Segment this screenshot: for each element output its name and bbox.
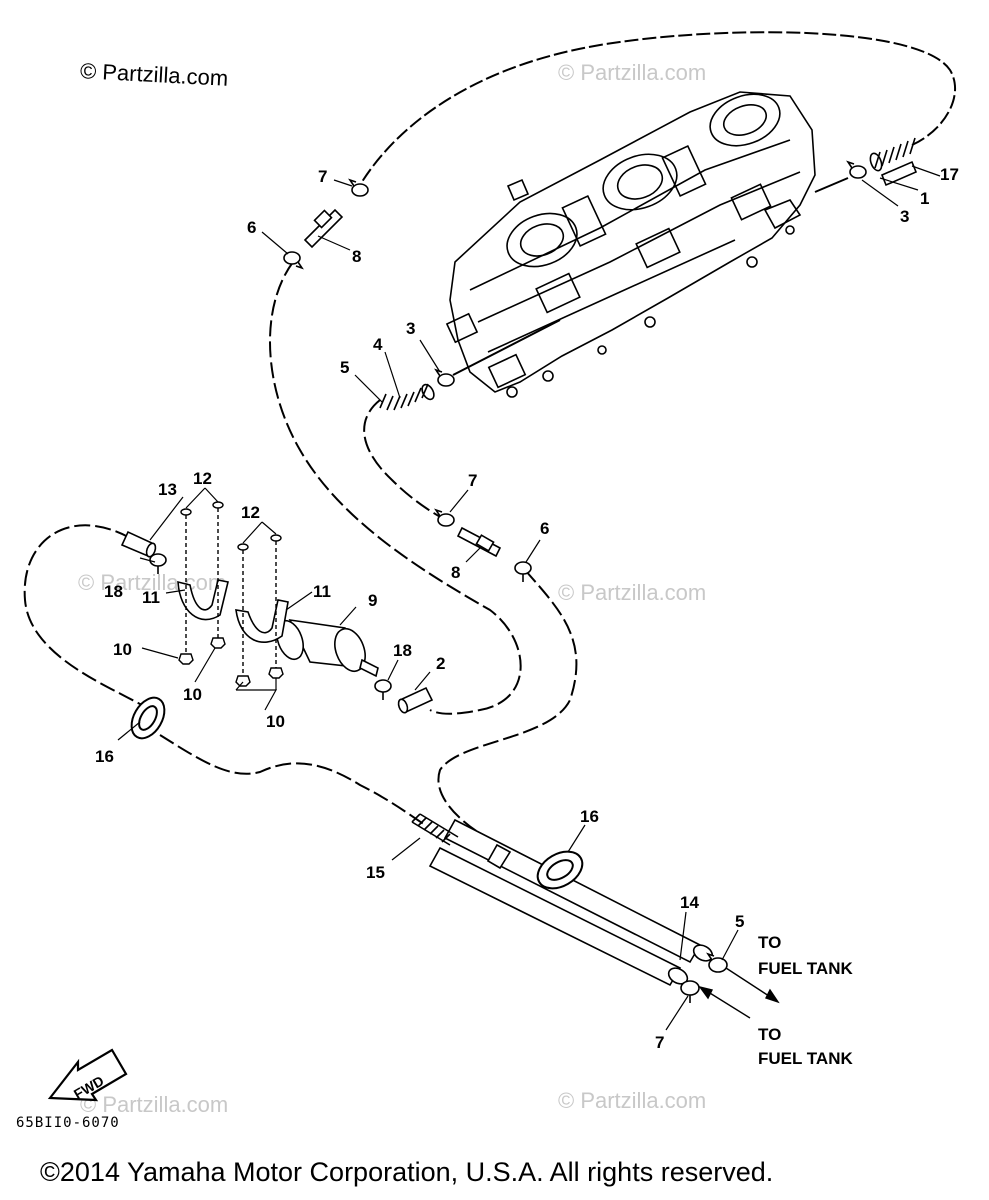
- to-label: TO: [758, 1025, 781, 1044]
- fuel-hoses: [23, 31, 956, 846]
- callout-7: 7: [318, 167, 327, 186]
- callout-6: 6: [540, 519, 549, 538]
- callout-7: 7: [655, 1033, 664, 1052]
- watermark: © Partzilla.com: [558, 60, 706, 85]
- forward-arrow-icon: FWD: [47, 1048, 128, 1102]
- spring-15: [411, 813, 459, 846]
- callout-1: 1: [920, 189, 929, 208]
- callout-5: 5: [340, 358, 349, 377]
- callout-2: 2: [436, 654, 445, 673]
- callout-3: 3: [900, 207, 909, 226]
- fuel-tank-label: FUEL TANK: [758, 1049, 853, 1068]
- callout-6: 6: [247, 218, 256, 237]
- callout-15: 15: [366, 863, 385, 882]
- copyright-notice: ©2014 Yamaha Motor Corporation, U.S.A. A…: [40, 1157, 774, 1187]
- callout-18: 18: [393, 641, 412, 660]
- carburetor-assembly: [445, 91, 816, 398]
- fuel-pipe-14: [428, 818, 714, 987]
- callout-12: 12: [241, 503, 260, 522]
- callout-10: 10: [113, 640, 132, 659]
- callout-numbers: 17 1 3 7 6 8 3 4 5 7 6 8 13 12 12 18 11 …: [95, 165, 959, 1052]
- callout-8: 8: [451, 563, 460, 582]
- callout-11: 11: [313, 582, 331, 601]
- callout-8: 8: [352, 247, 361, 266]
- callout-10: 10: [266, 712, 285, 731]
- watermark: © Partzilla.com: [558, 1088, 706, 1113]
- callout-5: 5: [735, 912, 744, 931]
- callout-leaders: [117, 165, 941, 1031]
- watermark: © Partzilla.com: [78, 570, 226, 595]
- fuel-tank-label: FUEL TANK: [758, 959, 853, 978]
- short-hoses: [120, 160, 918, 714]
- spring-4: [379, 383, 435, 411]
- callout-7: 7: [468, 471, 477, 490]
- spring-17: [869, 137, 916, 172]
- callout-13: 13: [158, 480, 177, 499]
- callout-16: 16: [580, 807, 599, 826]
- hose-clamps: [149, 160, 867, 1003]
- screws-and-nuts: [178, 501, 284, 687]
- to-label: TO: [758, 933, 781, 952]
- destination-labels: TO FUEL TANK TO FUEL TANK: [758, 933, 853, 1068]
- grommets: [130, 696, 584, 890]
- callout-17: 17: [940, 165, 959, 184]
- watermark: © Partzilla.com: [558, 580, 706, 605]
- diagram-code: 65BII0-6070: [16, 1115, 120, 1131]
- fuel-filter: [274, 613, 379, 678]
- watermark: © Partzilla.com: [80, 1092, 228, 1117]
- callout-14: 14: [680, 893, 699, 912]
- callout-18: 18: [104, 582, 123, 601]
- callout-12: 12: [193, 469, 212, 488]
- joint-fittings: [303, 208, 502, 558]
- callout-16: 16: [95, 747, 114, 766]
- callout-4: 4: [373, 335, 383, 354]
- callout-3: 3: [406, 319, 415, 338]
- callout-10: 10: [183, 685, 202, 704]
- flow-arrows: [698, 967, 780, 1019]
- callout-9: 9: [368, 591, 377, 610]
- callout-11: 11: [142, 588, 160, 607]
